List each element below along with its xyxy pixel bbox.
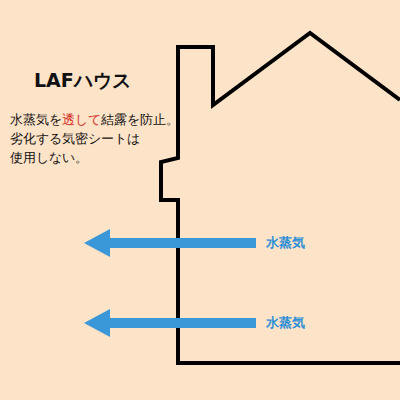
arrow-shaft (106, 238, 256, 248)
arrow-shaft (106, 318, 256, 328)
body-text: 劣化する気密シートは 使用しない。 (10, 129, 150, 167)
vapor-label: 水蒸気 (266, 314, 305, 332)
arrow-head (84, 309, 110, 337)
body-line: 水蒸気を透して結露を防止。 (10, 110, 179, 129)
house-outline (161, 33, 400, 363)
vapor-label: 水蒸気 (266, 234, 305, 252)
body-text: 水蒸気を (10, 112, 62, 127)
heading: LAFハウス (34, 68, 131, 94)
body-text: 結露を防止。 (101, 112, 179, 127)
vapor-arrows (84, 229, 256, 337)
arrow-head (84, 229, 110, 257)
highlight-text: 透して (62, 112, 101, 127)
